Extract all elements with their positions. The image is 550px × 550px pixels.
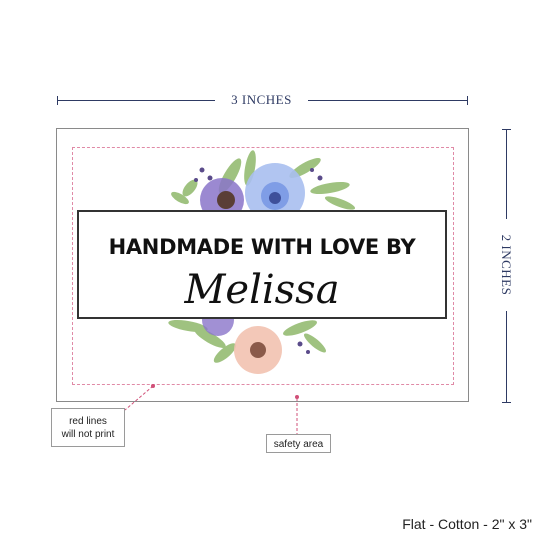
safety-area-callout: safety area bbox=[266, 434, 331, 453]
safety-area-outline bbox=[72, 147, 454, 385]
red-lines-marker bbox=[151, 384, 155, 388]
height-dimension-label: 2 INCHES bbox=[497, 219, 515, 311]
red-lines-callout: red lines will not print bbox=[51, 408, 125, 447]
watercolor-flowers-icon bbox=[168, 150, 356, 374]
safety-area-marker bbox=[295, 395, 299, 399]
label-name: Melissa bbox=[184, 267, 340, 313]
label-banner bbox=[77, 210, 447, 319]
width-dimension-cap-left bbox=[57, 96, 58, 105]
red-lines-text-2: will not print bbox=[61, 429, 115, 440]
product-spec: Flat - Cotton - 2" x 3" bbox=[402, 516, 532, 532]
width-dimension-cap-right bbox=[467, 96, 468, 105]
height-dimension-cap-top bbox=[502, 129, 511, 130]
label-headline: HANDMADE WITH LOVE BY bbox=[108, 235, 416, 259]
red-lines-text-1: red lines bbox=[69, 416, 107, 427]
height-dimension-cap-bottom bbox=[502, 402, 511, 403]
width-dimension-label: 3 INCHES bbox=[215, 91, 308, 109]
callout-leader-lines bbox=[124, 385, 298, 434]
